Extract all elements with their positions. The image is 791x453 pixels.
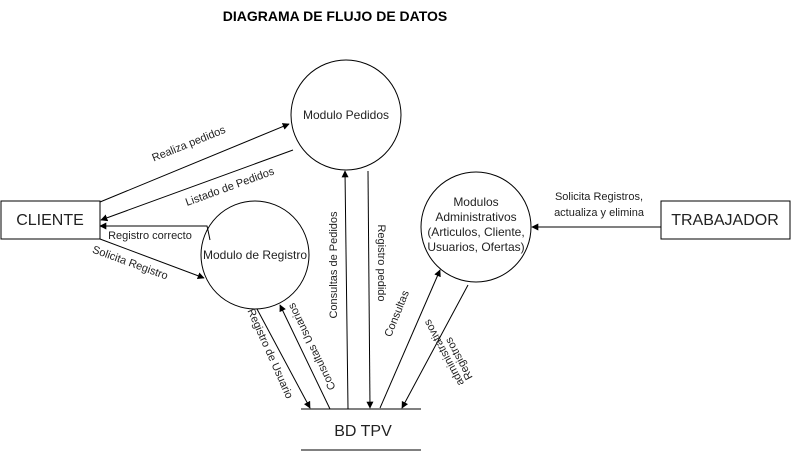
- flow-consultas-arrow: [379, 269, 441, 409]
- flow-solicita-registros-label-1: Solicita Registros,: [555, 191, 643, 203]
- process-modulos-administrativos[interactable]: Modulos Administrativos (Articulos, Clie…: [420, 171, 532, 283]
- flow-consultas-usuarios-arrow: [279, 304, 331, 410]
- datastore-label: BD TPV: [334, 423, 392, 440]
- flow-listado-pedidos-arrow: [100, 149, 294, 222]
- flow-registro-pedido-label: Registro pedido: [375, 224, 387, 301]
- process-modulo-registro-label: Modulo de Registro: [203, 248, 307, 262]
- flow-registro-correcto-arrow: [99, 222, 211, 241]
- entity-cliente[interactable]: CLIENTE: [0, 200, 101, 240]
- process-admin-label-2: Administrativos: [435, 210, 516, 224]
- diagram-title: DIAGRAMA DE FLUJO DE DATOS: [223, 8, 448, 24]
- process-admin-label-4: Usuarios, Ofertas): [427, 240, 524, 254]
- flow-consultas-pedidos-label: Consultas de Pedidos: [328, 211, 340, 319]
- flow-solicita-registros-label-2: actualiza y elimina: [554, 207, 645, 219]
- entity-trabajador[interactable]: TRABAJADOR: [660, 200, 791, 240]
- entity-cliente-label: CLIENTE: [16, 212, 84, 229]
- entity-trabajador-label: TRABAJADOR: [671, 212, 779, 229]
- process-admin-label-3: (Articulos, Cliente,: [427, 225, 524, 239]
- flow-registro-pedido-arrow: [366, 170, 374, 409]
- flow-registros-admin-arrow: [401, 284, 469, 409]
- flow-registro-usuario-arrow: [256, 308, 311, 409]
- flow-solicita-registro-arrow: [99, 238, 205, 280]
- flow-solicita-registro-label: Solicita Registro: [91, 244, 170, 282]
- process-modulo-pedidos-label: Modulo Pedidos: [303, 108, 389, 122]
- flow-registro-correcto-label: Registro correcto: [108, 230, 192, 242]
- process-admin-label-1: Modulos: [453, 195, 498, 209]
- flow-realiza-pedidos-arrow: [99, 123, 290, 203]
- process-modulo-registro[interactable]: Modulo de Registro: [200, 200, 310, 310]
- datastore-bd-tpv[interactable]: BD TPV: [301, 408, 421, 451]
- flow-realiza-pedidos-label: Realiza pedidos: [150, 124, 228, 165]
- flow-consultas-pedidos-arrow: [341, 170, 349, 410]
- process-modulo-pedidos[interactable]: Modulo Pedidos: [290, 59, 402, 171]
